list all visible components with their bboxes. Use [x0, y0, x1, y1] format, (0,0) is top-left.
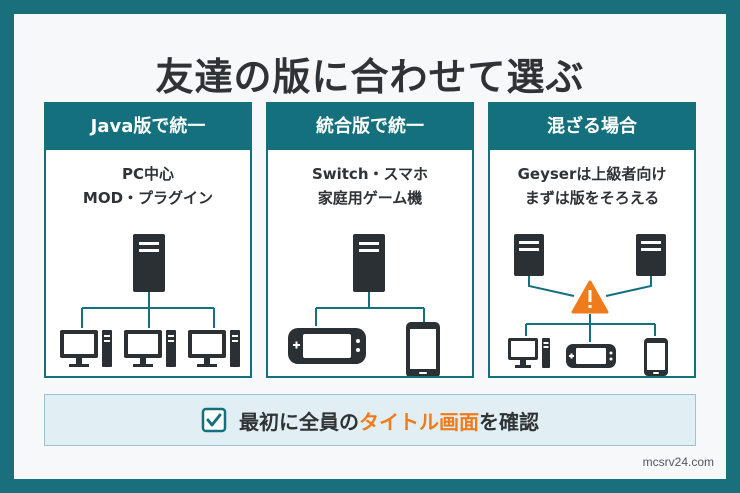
game-console-icon: [566, 344, 616, 368]
card-description-java: PC中心 MOD・プラグイン: [46, 162, 250, 210]
watermark: mcsrv24.com: [642, 455, 714, 469]
bedrock-network-diagram: [288, 234, 440, 376]
card-bedrock: 統合版で統一 Switch・スマホ 家庭用ゲーム機: [266, 102, 474, 378]
connector-lines: [81, 292, 215, 328]
card-description-bedrock: Switch・スマホ 家庭用ゲーム機: [268, 162, 472, 210]
java-network-diagram: [60, 234, 240, 367]
smartphone-icon: [406, 322, 440, 376]
warning-icon: [571, 280, 609, 314]
tip-text: 最初に全員のタイトル画面を確認: [239, 406, 539, 435]
card-line-1: Switch・スマホ: [311, 165, 429, 183]
card-line-2: まずは版をそろえる: [524, 189, 660, 207]
card-line-1: Geyserは上級者向け: [517, 165, 667, 183]
desktop-pc-icon: [124, 330, 176, 367]
tip-text-after: を確認: [479, 409, 539, 434]
card-java: Java版で統一 PC中心 MOD・プラグイン: [44, 102, 252, 378]
card-description-mixed: Geyserは上級者向け まずは版をそろえる: [490, 162, 694, 210]
server-tower-icon: [133, 234, 165, 292]
desktop-pc-icon: [188, 330, 240, 367]
server-tower-icon: [353, 234, 385, 292]
card-header-mixed: 混ざる場合: [490, 104, 694, 150]
card-line-1: PC中心: [121, 165, 174, 183]
mixed-network-diagram: [508, 234, 668, 376]
page-title: 友達の版に合わせて選ぶ: [155, 55, 585, 99]
game-console-icon: [288, 328, 366, 364]
connector-lines: [315, 292, 425, 326]
connector-lines: [525, 276, 656, 342]
desktop-pc-icon: [60, 330, 112, 367]
desktop-pc-icon: [508, 338, 550, 368]
smartphone-icon: [644, 338, 668, 376]
server-tower-icon: [514, 234, 544, 276]
card-header-bedrock: 統合版で統一: [268, 104, 472, 150]
tip-text-highlight: タイトル画面: [359, 409, 479, 434]
card-line-2: MOD・プラグイン: [82, 189, 214, 207]
card-mixed: 混ざる場合 Geyserは上級者向け まずは版をそろえる: [488, 102, 696, 378]
server-tower-icon: [636, 234, 666, 276]
card-header-java: Java版で統一: [46, 104, 250, 150]
tip-banner: 最初に全員のタイトル画面を確認: [44, 394, 696, 446]
infographic-canvas: 友達の版に合わせて選ぶ Java版で統一 PC中心 MOD・プラグイン: [14, 14, 726, 479]
card-line-2: 家庭用ゲーム機: [317, 189, 423, 207]
checkbox-icon: [201, 407, 227, 433]
tip-text-before: 最初に全員の: [239, 409, 359, 434]
